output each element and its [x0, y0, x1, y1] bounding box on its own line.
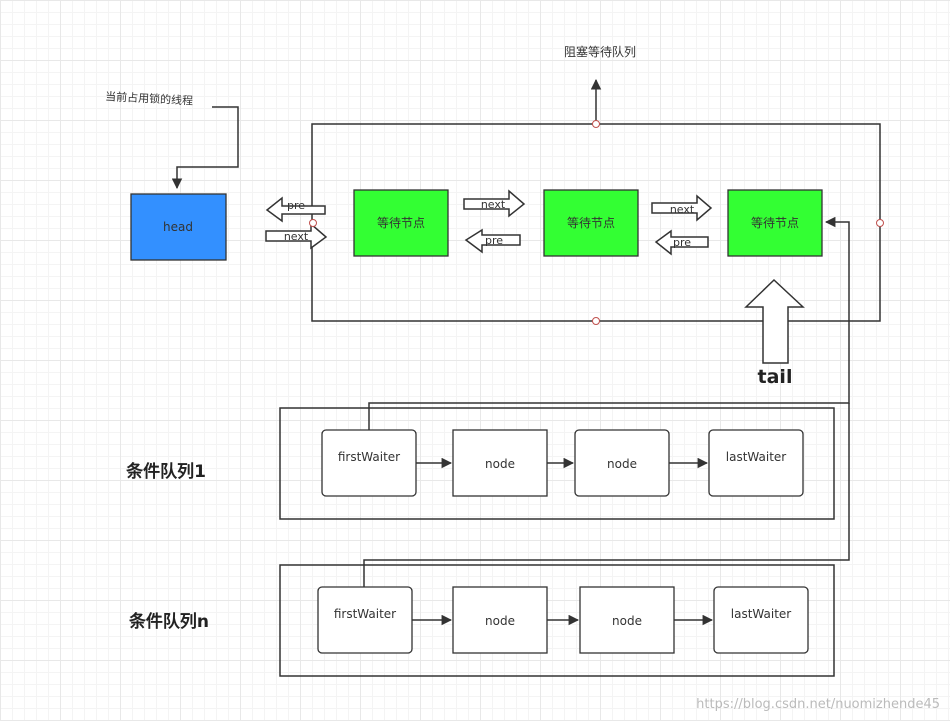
waiting-node-3	[727, 189, 823, 257]
next-arrow-1	[265, 222, 328, 250]
current-thread-label: 当前占用锁的线程	[105, 89, 194, 108]
cqn-node-2-label: node	[612, 614, 642, 628]
blocking-queue-label: 阻塞等待队列	[564, 44, 636, 59]
cq1-node-1-label: node	[485, 457, 515, 471]
cqn-node-2	[579, 586, 675, 654]
waiting-node-1-label: 等待节点	[377, 216, 425, 230]
cqn-last-waiter-label: lastWaiter	[731, 607, 792, 621]
tail-label: tail	[758, 366, 793, 388]
condition-queue-1-container	[279, 407, 835, 520]
cqn-node-1	[452, 586, 548, 654]
cqn-last-waiter	[713, 586, 809, 654]
pre-arrow-3	[654, 229, 709, 256]
next-label-2: next	[481, 198, 506, 211]
cq1-last-waiter-label: lastWaiter	[726, 450, 787, 464]
current-thread-connector	[171, 106, 239, 190]
tail-arrow	[744, 278, 805, 364]
next-arrow-3	[651, 194, 713, 222]
cq1-node-2-label: node	[607, 457, 637, 471]
waiting-node-1	[353, 189, 449, 257]
head-label: head	[163, 220, 193, 234]
cq1-node-1	[452, 429, 548, 497]
cq1-last-waiter	[708, 429, 804, 497]
pre-label-2: pre	[485, 234, 503, 247]
waiting-node-2-label: 等待节点	[567, 216, 615, 230]
port-right	[876, 219, 884, 227]
waiting-node-3-label: 等待节点	[751, 216, 799, 230]
port-bottom	[592, 317, 600, 325]
pre-arrow-2	[464, 228, 521, 254]
next-arrow-2	[463, 189, 526, 218]
waiting-node-2	[543, 189, 639, 257]
pre-label-1: pre	[287, 199, 305, 212]
next-label-1: next	[284, 230, 309, 243]
pre-label-3: pre	[673, 236, 691, 249]
cqn-first-waiter-label: firstWaiter	[334, 607, 396, 621]
pre-arrow-1	[265, 196, 326, 223]
condition-queue-1-title: 条件队列1	[125, 461, 206, 482]
condition-queue-n-title: 条件队列n	[128, 611, 209, 632]
condition-queue-n-container	[279, 564, 835, 677]
port-top	[592, 120, 600, 128]
head-node	[130, 193, 227, 261]
cqn-to-sync-connector	[363, 403, 850, 587]
port-left	[309, 219, 317, 227]
cqn-node-1-label: node	[485, 614, 515, 628]
next-label-3: next	[670, 203, 695, 216]
cq1-first-waiter-label: firstWaiter	[338, 450, 400, 464]
watermark: https://blog.csdn.net/nuomizhende45	[696, 697, 940, 712]
